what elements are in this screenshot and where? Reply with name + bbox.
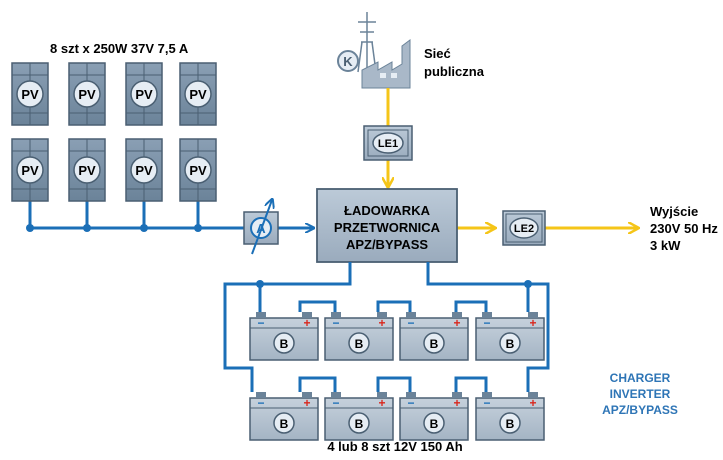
charger-line1: ŁADOWARKA [344, 203, 431, 218]
battery-dc-wiring [223, 262, 550, 392]
battery-label: B [355, 337, 364, 351]
charger-line3: APZ/BYPASS [346, 237, 428, 252]
battery-label: B [430, 417, 439, 431]
battery: − + B [249, 392, 319, 441]
le1-label: LE1 [378, 138, 398, 150]
pv-module-label: PV [135, 163, 153, 178]
battery-minus-icon: − [483, 316, 490, 330]
battery-label: B [280, 337, 289, 351]
battery: − + B [399, 312, 469, 361]
battery: − + B [324, 312, 394, 361]
pv-module: PV [11, 62, 49, 126]
battery-label: B [280, 417, 289, 431]
le2-label: LE2 [514, 223, 534, 235]
battery: − + B [324, 392, 394, 441]
battery-plus-icon: + [453, 396, 460, 410]
pv-module-label: PV [135, 87, 153, 102]
battery-label: B [430, 337, 439, 351]
battery-plus-icon: + [453, 316, 460, 330]
battery-plus-icon: + [529, 396, 536, 410]
battery-minus-icon: − [407, 316, 414, 330]
pv-module-label: PV [21, 87, 39, 102]
battery: − + B [399, 392, 469, 441]
battery-plus-icon: + [378, 396, 385, 410]
pv-module-label: PV [21, 163, 39, 178]
pv-module-label: PV [78, 163, 96, 178]
battery: − + B [475, 392, 545, 441]
battery-plus-icon: + [303, 316, 310, 330]
battery: − + B [475, 312, 545, 361]
pv-module: PV [179, 62, 217, 126]
pv-dc-wiring [28, 201, 313, 228]
battery: − + B [249, 312, 319, 361]
battery-minus-icon: − [257, 396, 264, 410]
battery-minus-icon: − [483, 396, 490, 410]
pv-module: PV [125, 138, 163, 202]
caption-line3: APZ/BYPASS [602, 403, 678, 417]
battery-label: B [506, 417, 515, 431]
pv-module: PV [68, 62, 106, 126]
battery-label: B [506, 337, 515, 351]
battery-minus-icon: − [332, 316, 339, 330]
caption-line2: INVERTER [610, 387, 671, 401]
battery-minus-icon: − [257, 316, 264, 330]
pv-module-label: PV [189, 163, 207, 178]
pv-module: PV [11, 138, 49, 202]
battery-bank: − + B − + B − + B − + B − + B − + B − + B − + B [249, 312, 545, 441]
output-line1: Wyjście [650, 204, 698, 219]
battery-plus-icon: + [378, 316, 385, 330]
pv-module-label: PV [78, 87, 96, 102]
pv-module: PV [179, 138, 217, 202]
le1-meter: LE1 [363, 125, 413, 161]
pv-panels: PV PV PV PV PV PV PV PV [11, 62, 217, 202]
ammeter-needle-icon [251, 200, 272, 255]
charger-inverter-box: ŁADOWARKA PRZETWORNICA APZ/BYPASS [316, 188, 458, 263]
le2-meter: LE2 [502, 210, 546, 246]
grid-icon-letter: K [343, 54, 353, 69]
pv-module: PV [68, 138, 106, 202]
caption-line1: CHARGER [610, 371, 671, 385]
output-line3: 3 kW [650, 238, 681, 253]
grid-label-line2: publiczna [424, 64, 485, 79]
pv-module: PV [125, 62, 163, 126]
pv-array-label: 8 szt x 250W 37V 7,5 A [50, 41, 189, 56]
battery-minus-icon: − [332, 396, 339, 410]
grid-icon: K [337, 12, 411, 89]
battery-label: B [355, 417, 364, 431]
battery-plus-icon: + [529, 316, 536, 330]
battery-minus-icon: − [407, 396, 414, 410]
output-line2: 230V 50 Hz [650, 221, 718, 236]
grid-label-line1: Sieć [424, 46, 451, 61]
pv-module-label: PV [189, 87, 207, 102]
ammeter: A [243, 200, 279, 255]
battery-bus-junctions [256, 280, 532, 288]
ac-wiring [388, 88, 637, 228]
charger-line2: PRZETWORNICA [334, 220, 441, 235]
pv-bus-junctions [26, 224, 202, 232]
battery-bank-label: 4 lub 8 szt 12V 150 Ah [327, 439, 462, 454]
battery-plus-icon: + [303, 396, 310, 410]
